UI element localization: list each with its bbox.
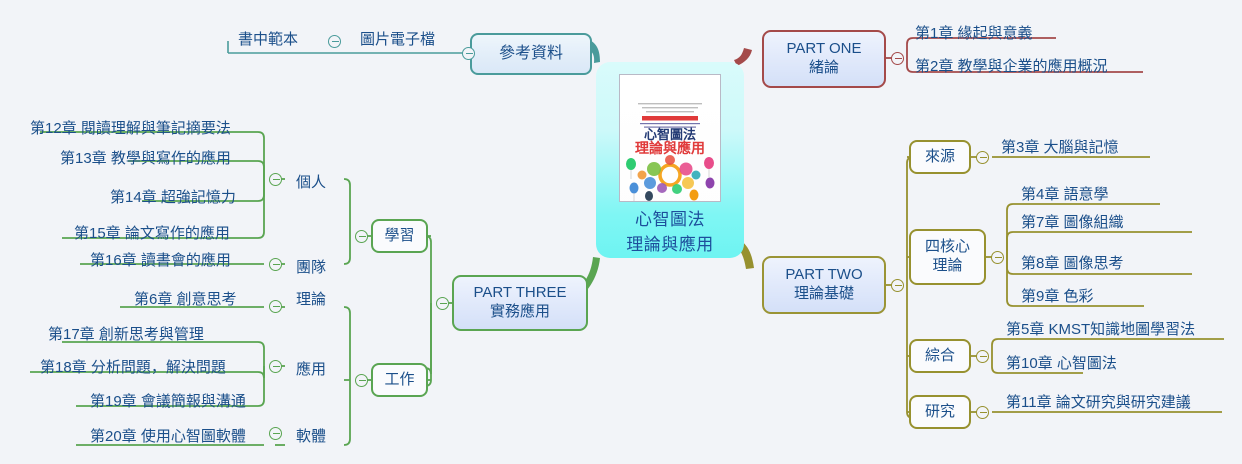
leaf-chapter-12[interactable]: 第12章 閱讀理解與筆記摘要法: [30, 120, 231, 137]
leaf-chapter-2[interactable]: 第2章 教學與企業的應用概況: [915, 58, 1108, 75]
toggle-synthesis[interactable]: [976, 350, 989, 363]
toggle-four-core-theory[interactable]: [991, 251, 1004, 264]
leaf-chapter-13[interactable]: 第13章 教學與寫作的應用: [60, 150, 231, 167]
leaf-book-samples[interactable]: 書中範本: [238, 31, 299, 48]
leaf-chapter-18[interactable]: 第18章 分析問題，解決問題: [40, 359, 226, 376]
leaf-chapter-6[interactable]: 第6章 創意思考: [134, 291, 237, 308]
node-part-three-label: PART THREE 實務應用: [473, 284, 567, 320]
node-part-two-label: PART TWO 理論基礎: [785, 266, 863, 302]
node-research[interactable]: 研究: [909, 395, 971, 429]
toggle-software[interactable]: [269, 427, 282, 440]
toggle-application[interactable]: [269, 360, 282, 373]
leaf-chapter-9[interactable]: 第9章 色彩: [1021, 288, 1094, 305]
toggle-part-one[interactable]: [891, 52, 904, 65]
toggle-work[interactable]: [355, 374, 368, 387]
leaf-chapter-19[interactable]: 第19章 會議簡報與溝通: [90, 393, 246, 410]
leaf-chapter-20[interactable]: 第20章 使用心智圖軟體: [90, 428, 246, 445]
leaf-chapter-3[interactable]: 第3章 大腦與記憶: [1001, 139, 1119, 156]
leaf-image-files[interactable]: 圖片電子檔: [360, 31, 436, 48]
label-theory[interactable]: 理論: [296, 291, 327, 308]
label-software[interactable]: 軟體: [296, 428, 327, 445]
toggle-image-files[interactable]: [328, 35, 341, 48]
node-research-label: 研究: [924, 402, 955, 420]
node-part-one-label: PART ONE 緒論: [786, 40, 862, 76]
node-four-core-theory-label: 四核心 理論: [924, 238, 970, 274]
node-four-core-theory[interactable]: 四核心 理論: [909, 229, 986, 285]
leaf-chapter-8[interactable]: 第8章 圖像思考: [1021, 255, 1124, 272]
toggle-team[interactable]: [269, 258, 282, 271]
label-application[interactable]: 應用: [296, 361, 327, 378]
node-part-three[interactable]: PART THREE 實務應用: [452, 275, 588, 331]
toggle-research[interactable]: [976, 406, 989, 419]
toggle-reference[interactable]: [462, 47, 475, 60]
toggle-personal[interactable]: [269, 173, 282, 186]
node-synthesis-label: 綜合: [924, 346, 955, 364]
node-source-label: 來源: [924, 147, 955, 165]
center-node[interactable]: 心智圖法 理論與應用: [596, 62, 744, 258]
leaf-chapter-7[interactable]: 第7章 圖像組織: [1021, 214, 1124, 231]
leaf-chapter-5[interactable]: 第5章 KMST知識地圖學習法: [1006, 321, 1196, 338]
toggle-part-two[interactable]: [891, 279, 904, 292]
node-learning-label: 學習: [384, 226, 415, 244]
node-part-two[interactable]: PART TWO 理論基礎: [762, 256, 886, 314]
svg-text:理論與應用: 理論與應用: [635, 140, 705, 157]
leaf-chapter-4[interactable]: 第4章 語意學: [1021, 186, 1109, 203]
leaf-chapter-10[interactable]: 第10章 心智圖法: [1006, 355, 1117, 372]
node-reference[interactable]: 參考資料: [470, 33, 592, 75]
toggle-source[interactable]: [976, 151, 989, 164]
book-cover-image: 心智圖法 理論與應用: [619, 74, 721, 203]
leaf-chapter-1[interactable]: 第1章 緣起與意義: [915, 25, 1033, 42]
node-part-one[interactable]: PART ONE 緒論: [762, 30, 886, 88]
toggle-theory[interactable]: [269, 300, 282, 313]
svg-text:心智圖法: 心智圖法: [644, 127, 696, 143]
center-title: 心智圖法 理論與應用: [626, 210, 714, 254]
leaf-chapter-14[interactable]: 第14章 超強記憶力: [110, 189, 236, 206]
toggle-part-three[interactable]: [436, 297, 449, 310]
node-learning[interactable]: 學習: [371, 219, 428, 253]
leaf-chapter-11[interactable]: 第11章 論文研究與研究建議: [1006, 394, 1191, 411]
node-synthesis[interactable]: 綜合: [909, 339, 971, 373]
leaf-chapter-17[interactable]: 第17章 創新思考與管理: [48, 326, 204, 343]
label-team[interactable]: 團隊: [296, 259, 327, 276]
node-work-label: 工作: [384, 370, 415, 388]
toggle-learning[interactable]: [355, 230, 368, 243]
node-reference-label: 參考資料: [498, 45, 563, 62]
leaf-chapter-16[interactable]: 第16章 讀書會的應用: [90, 252, 231, 269]
node-work[interactable]: 工作: [371, 363, 428, 397]
node-source[interactable]: 來源: [909, 140, 971, 174]
leaf-chapter-15[interactable]: 第15章 論文寫作的應用: [74, 225, 230, 242]
label-personal[interactable]: 個人: [296, 174, 327, 191]
